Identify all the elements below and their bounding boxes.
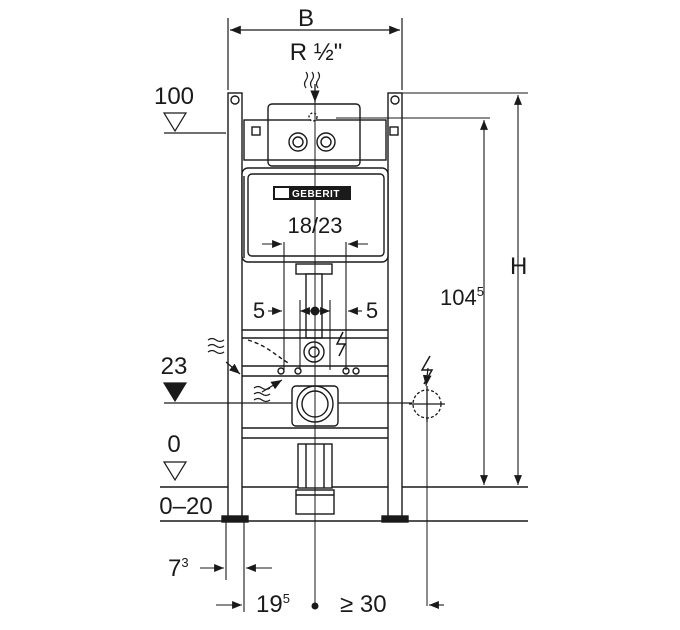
floor-lines: [160, 486, 528, 522]
label-offset-right: 5: [366, 298, 378, 323]
label-width-b: B: [298, 5, 314, 32]
label-frame-height: 1045: [440, 284, 484, 310]
label-flush-range: 18/23: [287, 213, 342, 238]
water-symbols: [207, 71, 321, 403]
label-level-top: 100: [154, 83, 194, 110]
label-foot-depth: 73: [168, 555, 189, 582]
side-arrows: [225, 361, 432, 393]
dimension-b: [227, 18, 403, 90]
label-offset-left: 5: [253, 298, 265, 323]
frame-right-post: [381, 92, 409, 523]
level-marker-top: [162, 112, 226, 134]
dimension-h: [336, 92, 528, 485]
geberit-logo: GEBERIT: [273, 186, 351, 200]
drain-connection: [291, 385, 339, 515]
frame-left-post: [221, 92, 249, 523]
label-floor-range: 0–20: [159, 493, 212, 520]
centre-axes: [310, 96, 428, 610]
dimension-foot-depth: [200, 522, 272, 612]
level-marker-floor: [162, 461, 188, 482]
dimension-flush-range: [262, 240, 368, 370]
label-axis-offset: 195: [256, 591, 290, 618]
level-marker-inlet: [162, 382, 412, 404]
label-level-floor: 0: [167, 431, 180, 458]
label-min-clearance: ≥ 30: [340, 591, 387, 618]
logo-text: GEBERIT: [292, 189, 340, 200]
label-connection-size: R ½": [290, 39, 343, 66]
label-height-h: H: [510, 253, 527, 280]
cistern: [241, 103, 399, 263]
label-level-inlet: 23: [161, 353, 188, 380]
flush-pipe: [295, 263, 333, 339]
dimension-offsets: [268, 300, 362, 370]
